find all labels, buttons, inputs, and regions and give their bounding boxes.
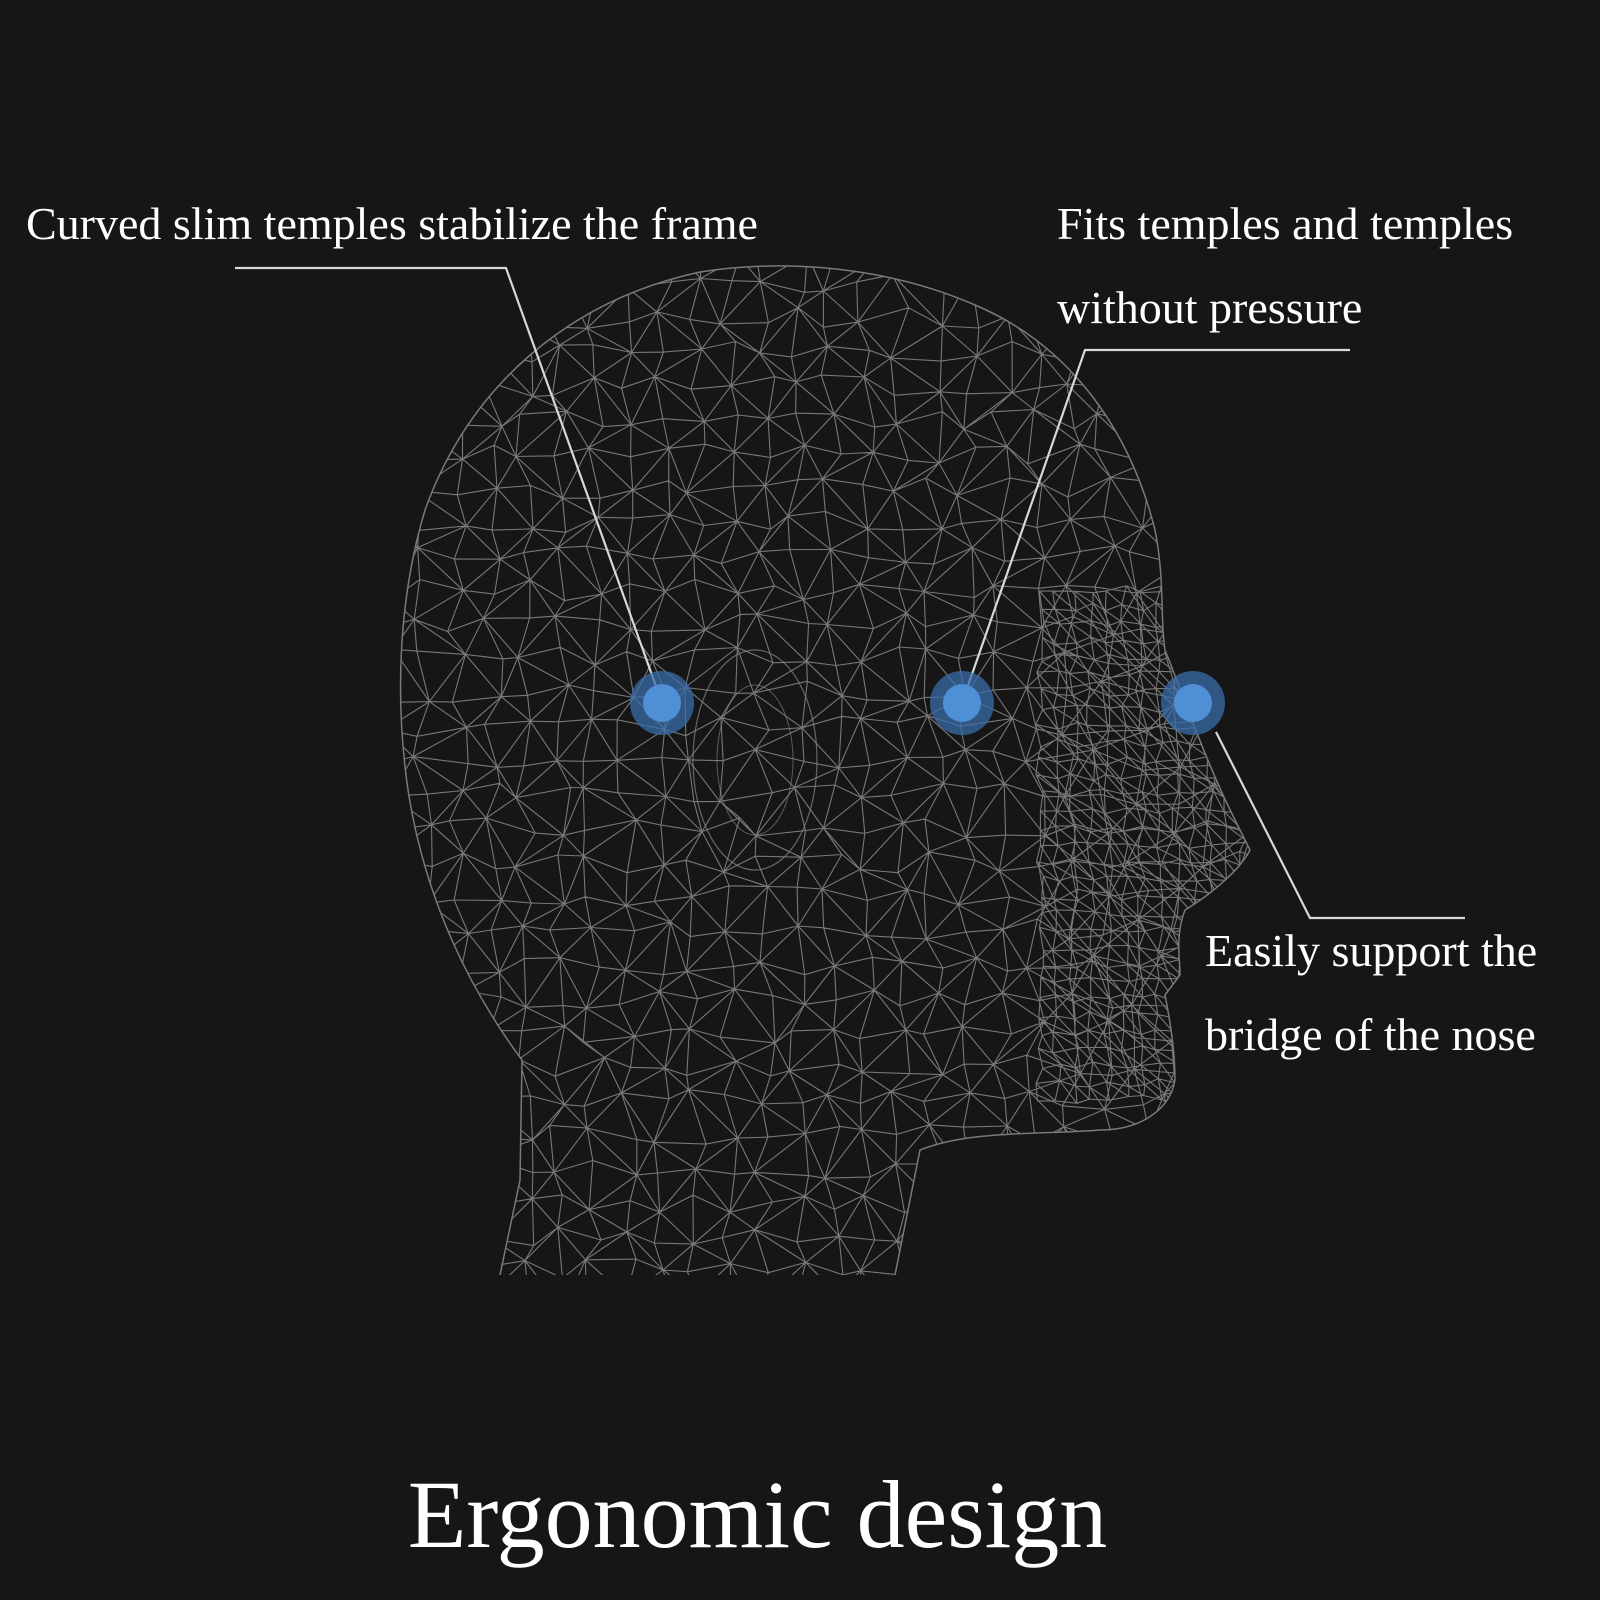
callout-line: without pressure — [1057, 282, 1363, 333]
callout-nose-bridge: Easily support the bridge of the nose — [1205, 909, 1537, 1077]
leader-line-nose — [1215, 731, 1465, 920]
leader-line-left — [235, 266, 664, 704]
ear-inner-outline — [716, 684, 794, 836]
marker-dot-icon — [630, 671, 694, 735]
head-outline — [399, 265, 1251, 1276]
callout-line: Fits temples and temples — [1057, 198, 1514, 249]
callout-fits-temples: Fits temples and temples without pressur… — [1057, 182, 1513, 350]
callout-line: bridge of the nose — [1205, 1009, 1536, 1060]
ear-outline — [692, 649, 818, 871]
callout-line: Curved slim temples stabilize the frame — [26, 198, 758, 249]
callout-temples-stabilize: Curved slim temples stabilize the frame — [26, 182, 758, 266]
marker-dot-icon — [930, 671, 994, 735]
page-title: Ergonomic design — [407, 1461, 1108, 1568]
leader-line-right — [960, 348, 1350, 704]
callout-line: Easily support the — [1205, 925, 1538, 976]
marker-dot-icon — [1161, 671, 1225, 735]
